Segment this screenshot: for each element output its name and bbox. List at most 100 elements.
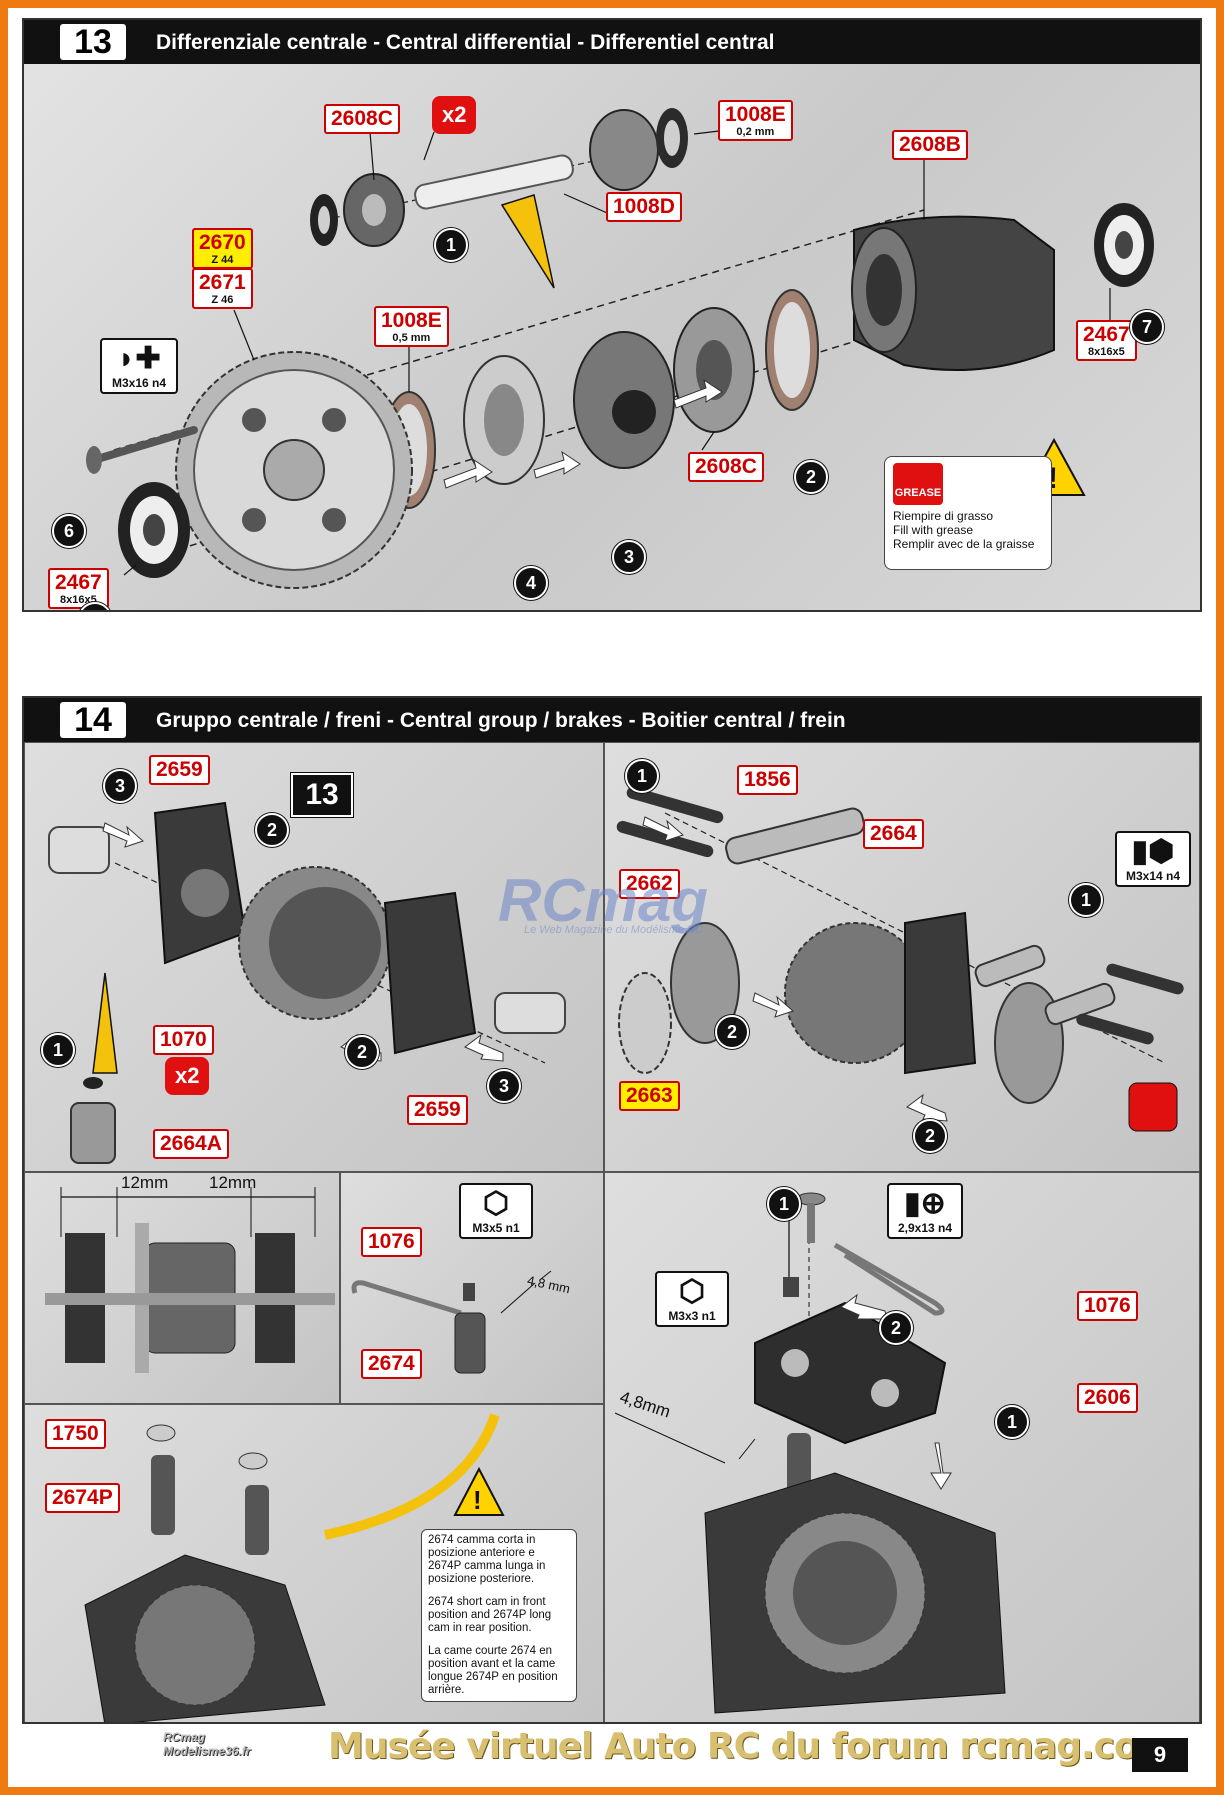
step14-header: 14 Gruppo centrale / freni - Central gro… [24, 698, 1200, 742]
screw-lower [616, 820, 714, 858]
grease-icon: GREASE [893, 463, 943, 505]
part-2663: 2663 [619, 1081, 680, 1111]
part-1750: 1750 [45, 1419, 106, 1449]
grease-line-it: Riempire di grasso [893, 509, 994, 523]
outdrive-2664a [70, 1102, 116, 1164]
part-2659-bottom: 2659 [407, 1095, 468, 1125]
svg-text:!: ! [1048, 462, 1058, 495]
brake-disc-2662 [670, 922, 740, 1044]
step13-reference: 13 [291, 773, 353, 817]
part-2608c-bottom: 2608C [688, 452, 764, 482]
grease-line-fr: Remplir avec de la graisse [893, 537, 1035, 551]
yellow-arrow [500, 194, 555, 289]
yellow-curve-arrow [323, 1413, 500, 1540]
callout-3: 3 [612, 540, 646, 574]
part-2674: 2674 [361, 1349, 422, 1379]
screw-tool-m3x16: ◗✚M3x16 n4 [100, 338, 178, 394]
part-2664: 2664 [863, 819, 924, 849]
tool-m3x5: ⬡M3x5 n1 [459, 1183, 533, 1239]
rcmag-watermark: RCmag [498, 867, 709, 934]
screw-left [90, 426, 198, 464]
split-pin-1076-right [833, 1242, 945, 1316]
part-1076-cam: 1076 [361, 1227, 422, 1257]
cam-2674 [454, 1312, 486, 1374]
step13-number: 13 [60, 24, 126, 60]
callout-2: 2 [794, 460, 828, 494]
callout-4: 4 [514, 566, 548, 600]
callout-7-right: 7 [1130, 310, 1164, 344]
part-2606: 2606 [1077, 1383, 1138, 1413]
panel-brake-plate: ▮⊕2,9x13 n4 ⬡M3x3 n1 1076 2606 4,8mm 1 2… [604, 1172, 1200, 1722]
part-1008d: 1008D [606, 192, 682, 222]
washer-1750 [146, 1424, 176, 1442]
callout-1-a: 1 [41, 1033, 75, 1067]
callout-1-e: 1 [995, 1405, 1029, 1439]
brake-disc-right [994, 982, 1064, 1104]
callout-1-b: 1 [625, 759, 659, 793]
step13-header: 13 Differenziale centrale - Central diff… [24, 20, 1200, 64]
svg-text:!: ! [473, 1485, 482, 1515]
callout-3-a: 3 [103, 769, 137, 803]
screw-head-icon: ◗✚ [117, 342, 161, 375]
part-1076-brake: 1076 [1077, 1291, 1138, 1321]
yellow-arrow-left [92, 972, 118, 1074]
oring-1070 [83, 1077, 103, 1089]
part-2608b: 2608B [892, 130, 968, 160]
screw-right-a [1106, 963, 1184, 995]
grease-line-en: Fill with grease [893, 523, 974, 537]
bevel-gear-top [589, 109, 659, 191]
part-2674p: 2674P [45, 1483, 120, 1513]
dimension-12mm-left: 12mm [121, 1173, 169, 1192]
footer-text: Musée virtuel Auto RC du forum rcmag.com [328, 1726, 1175, 1767]
part-2664a: 2664A [153, 1129, 229, 1159]
part-2608c-top: 2608C [324, 104, 400, 134]
brake-pad-2664 [725, 807, 865, 865]
part-1856: 1856 [737, 765, 798, 795]
callout-2-c: 2 [715, 1015, 749, 1049]
screw-right-b [1076, 1013, 1154, 1045]
step14-title: Gruppo centrale / freni - Central group … [156, 709, 846, 732]
instruction-page: 13 Differenziale centrale - Central diff… [8, 8, 1216, 1787]
brake-pad-right-a [974, 944, 1046, 988]
mount-2659-bottom [383, 891, 477, 1055]
screw-upper [626, 786, 724, 824]
part-2659-top: 2659 [149, 755, 210, 785]
dimension-12mm-right: 12mm [209, 1173, 257, 1192]
x2-badge-step14: x2 [165, 1057, 210, 1095]
callout-2-b: 2 [345, 1035, 379, 1069]
panel-center-mounts: 2659 2659 1070 2664A x2 13 3 2 1 2 3 [24, 742, 604, 1172]
step14-panel: 14 Gruppo centrale / freni - Central gro… [22, 696, 1202, 1724]
brake-spring-2663 [618, 972, 672, 1074]
split-pin-1076 [351, 1280, 462, 1316]
cross-shaft [414, 154, 574, 210]
panel-cam: 1076 2674 ⬡M3x5 n1 4,8 mm [340, 1172, 604, 1404]
page-number: 9 [1132, 1738, 1188, 1772]
corner-watermark: RCmag Modelisme36.fr [163, 1730, 251, 1758]
outdrive-right [494, 992, 566, 1034]
plate-2606 [754, 1301, 947, 1445]
callout-2-a: 2 [255, 813, 289, 847]
step13-panel: 13 Differenziale centrale - Central diff… [22, 18, 1202, 612]
hex-key-icon: ▮⬢ [1131, 835, 1175, 868]
x2-badge-step13: x2 [432, 96, 477, 134]
cam-warning-note: 2674 camma corta in posizione anteriore … [421, 1529, 577, 1702]
part-1070: 1070 [153, 1025, 214, 1055]
hex-nut-icon: ⬡ [482, 1187, 510, 1220]
tool-m3x3: ⬡M3x3 n1 [655, 1271, 729, 1327]
outdrive-left [48, 826, 110, 874]
panel-brake-pads: 1856 2664 2662 2663 ▮⬢M3x14 n4 1 1 2 2 [604, 742, 1200, 1172]
thread-lock-icon [1128, 1082, 1178, 1132]
step13-drawing: ! [86, 108, 1154, 589]
callout-1: 1 [434, 228, 468, 262]
phillips-screw-icon: ▮⊕ [904, 1187, 946, 1220]
panel-cam-assembly: ! 1750 2674P 2674 camma corta in posizio… [24, 1404, 604, 1722]
hex-nut-icon-2: ⬡ [678, 1275, 706, 1308]
tool-m3x14: ▮⬢M3x14 n4 [1115, 831, 1191, 887]
callout-6: 6 [52, 514, 86, 548]
warning-triangle-cam [453, 1466, 505, 1516]
